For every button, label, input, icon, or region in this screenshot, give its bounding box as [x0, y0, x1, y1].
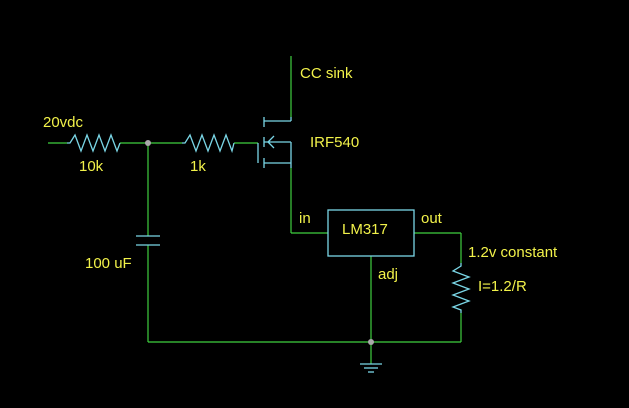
resistor-sense [451, 263, 471, 313]
ground-symbol [360, 363, 382, 373]
label-mosfet-part: IRF540 [310, 134, 359, 151]
resistor-10k [67, 133, 121, 153]
wires [48, 56, 462, 364]
label-r2-value: 1k [190, 158, 206, 175]
lm317-regulator-box [327, 209, 415, 257]
capacitor-100uf [136, 235, 160, 246]
label-r1-value: 10k [79, 158, 104, 175]
label-pin-adj: adj [378, 266, 398, 283]
label-pin-out: out [421, 210, 443, 227]
label-current-formula: I=1.2/R [478, 278, 527, 295]
resistor-1k [182, 133, 235, 154]
label-pin-in: in [299, 210, 311, 227]
label-input-voltage: 20vdc [43, 114, 84, 131]
label-cap-value: 100 uF [85, 255, 132, 272]
label-drain: CC sink [300, 65, 353, 82]
junction-gate-node [145, 140, 151, 146]
junction-ground-node [368, 339, 374, 345]
mosfet-irf540 [257, 117, 292, 168]
label-constant-note: 1.2v constant [468, 244, 558, 261]
label-regulator-part: LM317 [342, 221, 388, 238]
